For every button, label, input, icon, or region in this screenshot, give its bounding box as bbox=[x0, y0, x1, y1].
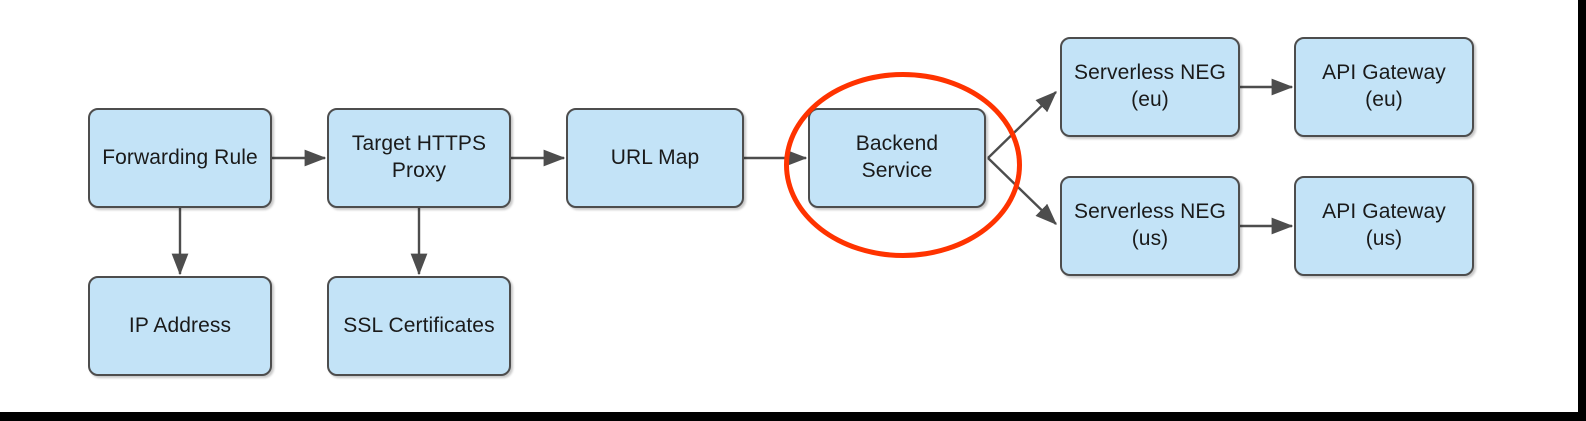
node-label-ssl-certificates: SSL Certificates bbox=[343, 313, 495, 337]
edge-backend-service-to-serverless-neg-eu bbox=[987, 91, 1057, 159]
node-api-gateway-us[interactable]: API Gateway (us) bbox=[1294, 176, 1474, 276]
node-serverless-neg-eu[interactable]: Serverless NEG (eu) bbox=[1060, 37, 1240, 137]
node-serverless-neg-us[interactable]: Serverless NEG (us) bbox=[1060, 176, 1240, 276]
node-ip-address[interactable]: IP Address bbox=[88, 276, 272, 376]
node-label-serverless-neg-us: Serverless NEG (us) bbox=[1074, 200, 1226, 250]
node-label-target-https-proxy: Target HTTPS Proxy bbox=[351, 132, 487, 182]
node-label-api-gateway-us: API Gateway (us) bbox=[1322, 200, 1446, 250]
node-url-map[interactable]: URL Map bbox=[566, 108, 744, 208]
node-label-api-gateway-eu: API Gateway (eu) bbox=[1322, 61, 1446, 111]
node-forwarding-rule[interactable]: Forwarding Rule bbox=[88, 108, 272, 208]
frame-bottom-bar bbox=[0, 412, 1586, 421]
node-ssl-certificates[interactable]: SSL Certificates bbox=[327, 276, 511, 376]
node-label-url-map: URL Map bbox=[610, 145, 700, 169]
edge-backend-service-to-serverless-neg-us bbox=[987, 157, 1057, 225]
node-target-https-proxy[interactable]: Target HTTPS Proxy bbox=[327, 108, 511, 208]
node-api-gateway-eu[interactable]: API Gateway (eu) bbox=[1294, 37, 1474, 137]
node-backend-service[interactable]: Backend Service bbox=[808, 108, 986, 208]
node-label-backend-service: Backend Service bbox=[855, 132, 939, 182]
frame-right-bar bbox=[1578, 0, 1586, 421]
node-label-ip-address: IP Address bbox=[128, 313, 232, 337]
node-label-forwarding-rule: Forwarding Rule bbox=[102, 145, 258, 169]
node-label-serverless-neg-eu: Serverless NEG (eu) bbox=[1074, 61, 1226, 111]
